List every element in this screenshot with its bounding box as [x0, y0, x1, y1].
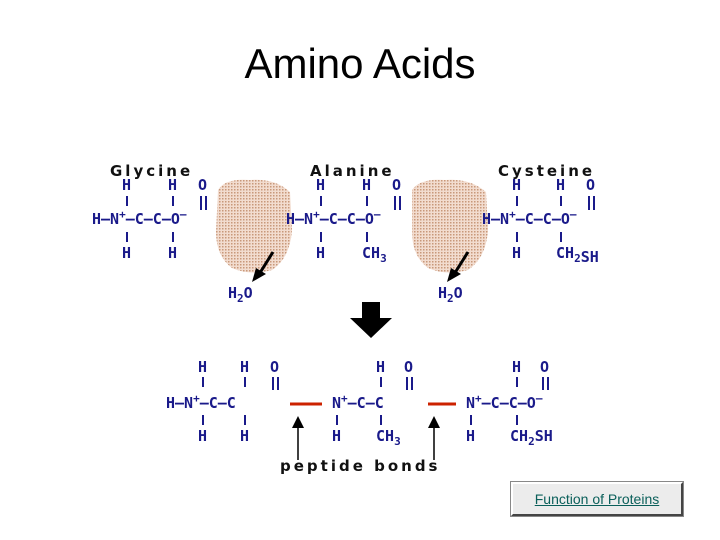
svg-text:H: H	[362, 176, 371, 194]
glycine-structure: H H O H—N+—C—C—O— H H	[92, 176, 207, 262]
svg-text:H: H	[198, 427, 207, 445]
svg-text:CH3: CH3	[376, 427, 401, 448]
bond-arrow-right	[428, 416, 440, 460]
water-arrow-left	[252, 251, 275, 282]
function-of-proteins-link[interactable]: Function of Proteins	[510, 481, 684, 517]
water-zone-right	[412, 179, 488, 273]
alanine-side-chain: CH3	[362, 244, 387, 265]
peptide-bonds-label: peptide bonds	[280, 457, 440, 475]
svg-text:H: H	[316, 176, 325, 194]
svg-text:N+—C—C—O—: N+—C—C—O—	[466, 392, 543, 412]
cysteine-structure: H H O H—N+—C—C—O— H CH2SH	[482, 176, 599, 266]
svg-text:CH2SH: CH2SH	[510, 427, 553, 448]
water-arrow-right	[447, 251, 470, 282]
glycine-side-chain: H	[168, 244, 177, 262]
svg-text:H: H	[198, 358, 207, 376]
svg-text:O: O	[392, 176, 401, 194]
svg-text:H: H	[332, 427, 341, 445]
water-label-right: H2O	[438, 284, 463, 305]
svg-text:H: H	[466, 427, 475, 445]
svg-text:H: H	[512, 244, 521, 262]
svg-text:O: O	[540, 358, 549, 376]
svg-text:H: H	[122, 244, 131, 262]
amino-acid-name-cysteine: Cysteine	[498, 162, 595, 180]
svg-text:H: H	[556, 176, 565, 194]
svg-text:O: O	[270, 358, 279, 376]
svg-text:H: H	[376, 358, 385, 376]
svg-text:H—N+—C—C—O—: H—N+—C—C—O—	[92, 208, 187, 228]
svg-text:H: H	[122, 176, 131, 194]
cysteine-side-chain: CH2SH	[556, 244, 599, 266]
amino-acid-name-alanine: Alanine	[310, 162, 395, 180]
svg-text:H: H	[316, 244, 325, 262]
svg-text:H: H	[240, 358, 249, 376]
svg-text:H: H	[512, 176, 521, 194]
water-zone-left	[216, 179, 292, 273]
svg-text:H: H	[240, 427, 249, 445]
amino-acid-name-glycine: Glycine	[110, 162, 193, 180]
svg-text:H—N+—C—C: H—N+—C—C	[166, 392, 236, 412]
slide-title: Amino Acids	[244, 40, 476, 87]
svg-text:O: O	[404, 358, 413, 376]
svg-text:H—N+—C—C—O—: H—N+—C—C—O—	[286, 208, 381, 228]
water-label-left: H2O	[228, 284, 253, 305]
svg-text:O: O	[586, 176, 595, 194]
svg-text:H: H	[168, 176, 177, 194]
reaction-arrow-icon	[350, 302, 392, 338]
tripeptide-structure: H H O H O H O H—N+—C—C N+—C—C N+—C—C—O— H H H…	[166, 358, 553, 448]
svg-text:N+—C—C: N+—C—C	[332, 392, 384, 412]
bond-arrow-left	[292, 416, 304, 460]
function-of-proteins-label: Function of Proteins	[534, 491, 660, 507]
svg-text:H: H	[512, 358, 521, 376]
svg-text:H—N+—C—C—O—: H—N+—C—C—O—	[482, 208, 577, 228]
svg-text:O: O	[198, 176, 207, 194]
alanine-structure: H H O H—N+—C—C—O— H CH3	[286, 176, 401, 265]
